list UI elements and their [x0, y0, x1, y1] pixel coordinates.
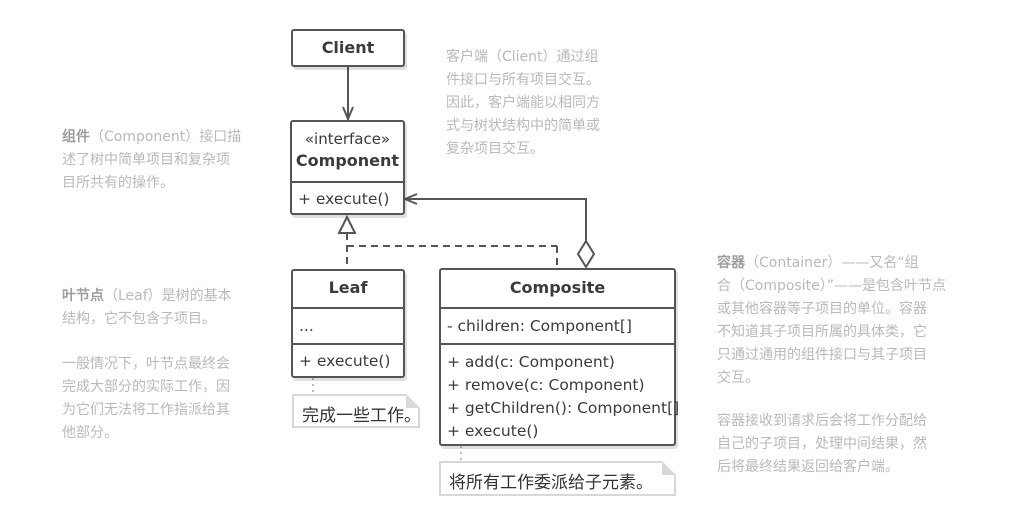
- aggregation-diamond: [576, 239, 596, 269]
- composite-class-title: Composite: [509, 278, 606, 297]
- composite-children-field: - children: Component[]: [447, 317, 632, 335]
- leaf-fields: ...: [299, 317, 314, 335]
- component-description: 组件（Component）接口描 述了树中简单项目和复杂项 目所共有的操作。: [62, 129, 242, 191]
- leaf-note-text: 完成一些工作。: [302, 406, 421, 426]
- component-execute-method: + execute(): [298, 190, 390, 208]
- container-term: 容器: [717, 255, 745, 271]
- client-class-box: Client: [291, 29, 405, 67]
- component-stereotype: «interface»: [304, 130, 391, 148]
- client-description: 客户端（Client）通过组 件接口与所有项目交互。 因此，客户端能以相同方 式…: [446, 49, 600, 157]
- composite-class-box: Composite - children: Component[] + add(…: [439, 268, 680, 446]
- aggregation-line: [405, 199, 587, 241]
- leaf-description: 叶节点（Leaf）是树的基本 结构，它不包含子项目。: [62, 288, 232, 327]
- note-fold-corner: [662, 461, 676, 475]
- composite-method-getchildren: + getChildren(): Component[]: [447, 399, 680, 417]
- composite-note: 将所有工作委派给子元素。: [439, 461, 676, 496]
- leaf-class-box: Leaf ... + execute(): [291, 269, 405, 378]
- leaf-execute-method: + execute(): [299, 352, 391, 370]
- composite-note-text: 将所有工作委派给子元素。: [449, 473, 653, 493]
- client-class-title: Client: [321, 38, 375, 57]
- component-interface-box: «interface» Component + execute(): [290, 120, 405, 215]
- leaf-class-title: Leaf: [328, 278, 368, 297]
- note-fold-corner: [406, 394, 420, 408]
- leaf-note: 完成一些工作。: [292, 394, 421, 428]
- container-description-2: 容器接收到请求后会将工作分配给 自己的子项目，处理中间结果，然 后将最终结果返回…: [717, 413, 927, 475]
- component-interface-title: Component: [295, 151, 400, 170]
- realization-triangle: [337, 214, 357, 234]
- composite-method-add: + add(c: Component): [447, 353, 615, 371]
- container-description: 容器（Container）——又名“组 合（Composite）”——是包含叶节…: [717, 255, 946, 386]
- composite-method-remove: + remove(c: Component): [447, 376, 645, 394]
- component-term: 组件: [62, 129, 90, 145]
- leaf-description-2: 一般情况下，叶节点最终会 完成大部分的实际工作，因 为它们无法将工作指派给其 他…: [62, 356, 230, 441]
- composite-method-execute: + execute(): [447, 422, 539, 440]
- leaf-term: 叶节点: [62, 288, 104, 304]
